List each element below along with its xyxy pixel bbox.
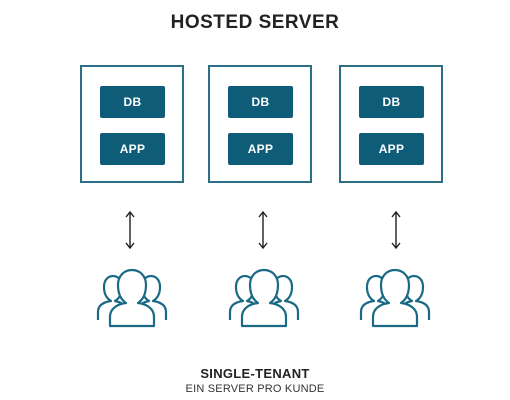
server-box-2: DB APP — [208, 65, 312, 183]
diagram-title: HOSTED SERVER — [170, 12, 340, 33]
double-arrow-vertical-icon — [258, 210, 268, 250]
db-block: DB — [359, 86, 424, 118]
double-arrow-vertical-icon — [125, 210, 135, 250]
app-block: APP — [359, 133, 424, 165]
double-arrow-vertical-icon — [391, 210, 401, 250]
users-group-icon — [359, 268, 431, 328]
caption-subtitle: EIN SERVER PRO KUNDE — [185, 383, 325, 395]
db-block: DB — [100, 86, 165, 118]
db-block: DB — [228, 86, 293, 118]
users-group-icon — [96, 268, 168, 328]
app-block: APP — [100, 133, 165, 165]
caption-title: SINGLE-TENANT — [200, 366, 310, 381]
server-box-1: DB APP — [80, 65, 184, 183]
users-group-icon — [228, 268, 300, 328]
server-box-3: DB APP — [339, 65, 443, 183]
app-block: APP — [228, 133, 293, 165]
